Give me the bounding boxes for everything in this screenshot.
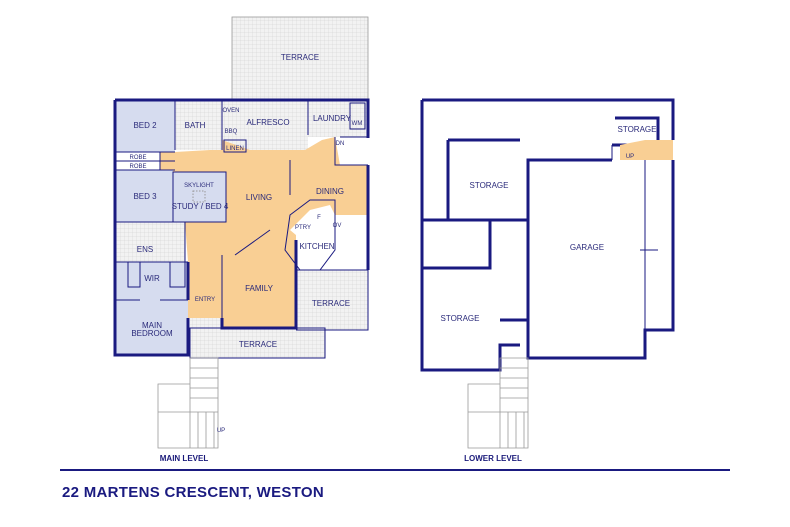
robe-label-2: ROBE (129, 164, 146, 170)
main-bedroom-label-2: BEDROOM (131, 329, 173, 338)
bath-area (175, 100, 222, 150)
study-area (173, 172, 226, 222)
stairs-up-label: UP (217, 428, 225, 434)
fridge-label: F (317, 215, 321, 221)
bed2-area (115, 100, 175, 152)
ptry-label: PTRY (295, 225, 311, 231)
main-stairs (157, 357, 219, 449)
ens-label: ENS (137, 245, 153, 254)
alfresco-area (222, 100, 308, 150)
garage-label: GARAGE (570, 243, 604, 252)
family-label: FAMILY (245, 284, 274, 293)
terrace-bottom-label: TERRACE (239, 340, 277, 349)
robe-label-1: ROBE (129, 155, 146, 161)
main-bedroom-label-1: MAIN (142, 321, 162, 330)
skylight-icon (192, 190, 206, 203)
terrace-right-area (296, 270, 368, 330)
storage-small-label: STORAGE (618, 125, 657, 134)
linen-label: LINEN (226, 146, 244, 152)
terrace-top-label: TERRACE (281, 53, 319, 62)
lower-level-plan: STORAGE UP STORAGE GARAGE STORAGE LOWER … (420, 98, 675, 463)
dining-label: DINING (316, 187, 344, 196)
alfresco-label: ALFRESCO (246, 118, 289, 127)
storage-bottom-label: STORAGE (441, 314, 480, 323)
bed3-label: BED 3 (133, 192, 157, 201)
laundry-label: LAUNDRY (313, 114, 352, 123)
wir-shelf-left (127, 261, 141, 288)
bath-label: BATH (185, 121, 206, 130)
lower-stair-landing (620, 140, 673, 160)
entry-label: ENTRY (195, 297, 215, 303)
living-label: LIVING (246, 193, 272, 202)
entry-landing (190, 318, 222, 328)
divider (60, 469, 730, 471)
wir-label: WIR (144, 274, 160, 283)
lower-up-label: UP (626, 154, 634, 160)
storage-top-label: STORAGE (470, 181, 509, 190)
skylight-label: SKYLIGHT (184, 183, 214, 189)
study-label: STUDY / BED 4 (172, 202, 229, 211)
wm-label: WM (352, 121, 363, 127)
kitchen-label: KITCHEN (299, 242, 334, 251)
main-level-plan: TERRACE BED 2 BATH OVEN BBQ ALFRESCO LAU… (113, 16, 370, 463)
bbq-label: BBQ (225, 129, 238, 135)
terrace-bottom-area (190, 328, 325, 358)
lower-level-label: LOWER LEVEL (464, 454, 522, 463)
ov-label: OV (333, 223, 342, 229)
linen-cupboard (223, 139, 247, 153)
main-bedroom-area (115, 262, 188, 355)
terrace-right-label: TERRACE (312, 299, 350, 308)
laundry-area (308, 100, 368, 137)
main-level-label: MAIN LEVEL (160, 454, 209, 463)
lower-stairs (467, 357, 529, 449)
washing-machine (349, 102, 366, 130)
ens-area (115, 222, 185, 262)
oven-label: OVEN (222, 108, 239, 114)
property-address: 22 MARTENS CRESCENT, WESTON (62, 484, 325, 501)
bed2-label: BED 2 (133, 121, 157, 130)
wir-shelf-right (169, 261, 186, 288)
terrace-top (231, 16, 369, 101)
living-area (160, 137, 368, 328)
dn-label: DN (336, 141, 345, 147)
bed3-area (115, 170, 173, 222)
